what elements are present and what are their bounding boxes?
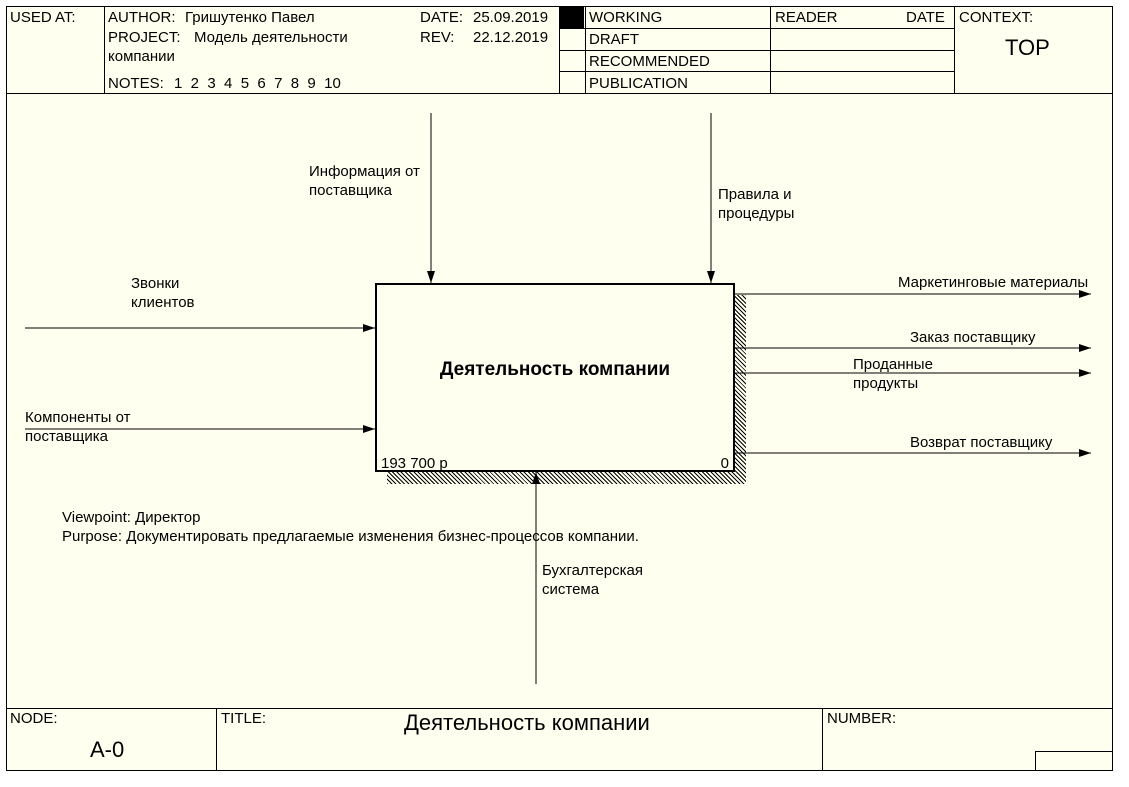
viewpoint-text: Viewpoint: Директор [62,509,201,526]
status-row-rule-3 [559,71,954,72]
project-label: PROJECT: [108,29,181,46]
footer-top-rule [6,708,1113,709]
activity-box-shadow-right [735,295,746,484]
control-label-info: Информация от поставщика [309,163,420,199]
date-label: DATE: [420,9,464,26]
output-label-order: Заказ поставщику [910,329,1036,346]
context-value: TOP [1005,35,1050,60]
working-status-marker [560,7,584,28]
status-row-rule-2 [559,50,954,51]
activity-box-shadow-bottom [387,472,746,484]
notes-label: NOTES: [108,75,164,92]
project-value-continued: компании [108,48,175,65]
activity-number: 0 [720,455,729,472]
used-at-label: USED AT: [10,9,76,26]
status-working: WORKING [589,9,663,26]
output-label-return: Возврат поставщику [910,434,1053,451]
activity-cost: 193 700 р [381,455,448,472]
title-value: Деятельность компании [404,710,650,735]
status-row-rule-1 [559,28,954,29]
purpose-text: Purpose: Документировать предлагаемые из… [62,528,639,545]
activity-title: Деятельность компании [439,359,671,380]
reader-label: READER [775,9,838,26]
project-value: Модель деятельности [194,29,348,46]
footer-divider-1 [216,708,217,771]
input-label-components: Компоненты от поставщика [25,409,131,445]
control-label-rules: Правила и процедуры [718,186,795,222]
reader-date-label: DATE [906,9,945,26]
header-divider-2 [559,6,560,93]
output-label-marketing: Маркетинговые материалы [898,274,1089,291]
status-publication: PUBLICATION [589,75,688,92]
header-bottom-rule [6,93,1113,94]
date-value: 25.09.2019 [473,9,549,26]
status-recommended: RECOMMENDED [589,53,710,70]
node-value: A-0 [90,737,125,762]
author-value: Гришутенко Павел [185,9,315,26]
author-label: AUTHOR: [108,9,176,26]
notes-value: 1 2 3 4 5 6 7 8 9 10 [174,75,341,92]
context-label: CONTEXT: [959,9,1034,26]
rev-value: 22.12.2019 [473,29,549,46]
header-divider-3 [585,6,586,93]
input-label-calls: Звонки клиентов [131,275,195,311]
node-label: NODE: [10,710,58,727]
output-label-sold: Проданные продукты [853,356,933,392]
number-label: NUMBER: [827,710,897,727]
status-draft: DRAFT [589,31,639,48]
rev-label: REV: [420,29,455,46]
title-label: TITLE: [221,710,267,727]
header-divider-1 [104,6,105,93]
header-divider-5 [954,6,955,93]
header-divider-4 [770,6,771,93]
mechanism-label-accounting: Бухгалтерская система [542,562,643,598]
number-subcell-left [1035,751,1036,771]
activity-box[interactable]: Деятельность компании 193 700 р 0 [375,283,735,472]
footer-divider-2 [822,708,823,771]
number-subcell-top [1035,751,1113,752]
